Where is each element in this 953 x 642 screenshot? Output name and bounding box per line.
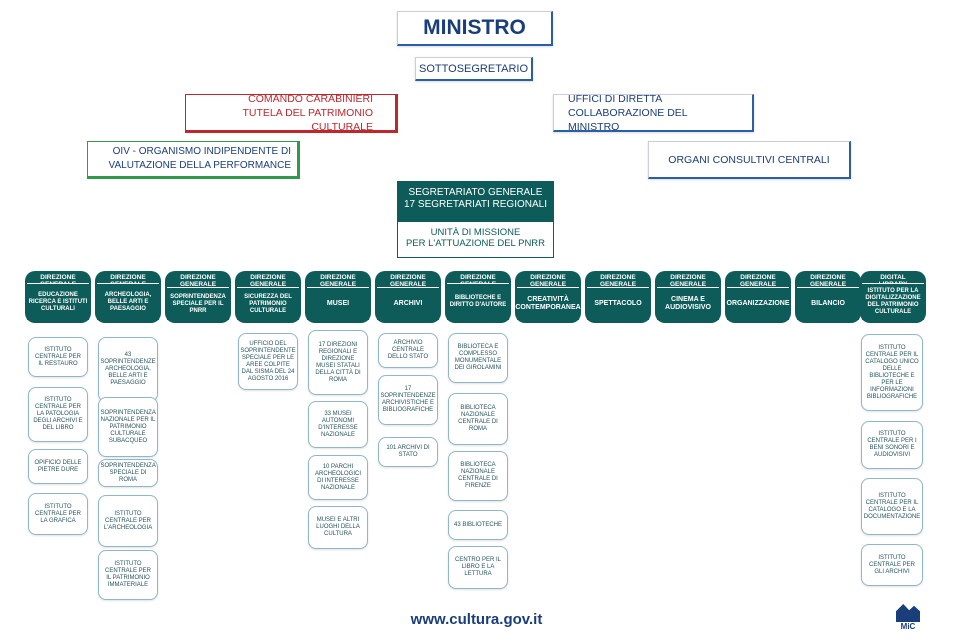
sub-institute[interactable]: UFFICIO DEL SOPRINTENDENTE SPECIALE PER … (238, 333, 298, 390)
sub-institute[interactable]: ISTITUTO CENTRALE PER I BENI SONORI E AU… (861, 421, 923, 469)
direction-name: BILANCIO (797, 287, 859, 320)
direction-type: DIREZIONE GENERALE (739, 274, 777, 288)
sub-institute[interactable]: 10 PARCHI ARCHEOLOGICI DI INTERESSE NAZI… (308, 455, 368, 500)
direction-name: ORGANIZZAZIONE (727, 287, 790, 320)
segretariato-box: SEGRETARIATO GENERALE 17 SEGRETARIATI RE… (397, 181, 554, 258)
sottosegretario-label: SOTTOSEGRETARIO (419, 62, 528, 75)
direction-name: EDUCAZIONE RICERCA E ISTITUTI CULTURALI (27, 283, 89, 320)
sottosegretario-box: SOTTOSEGRETARIO (415, 57, 533, 81)
unita-missione-box: UNITÀ DI MISSIONE PER L'ATTUAZIONE DEL P… (397, 221, 554, 258)
unita-line1: UNITÀ DI MISSIONE (430, 227, 521, 238)
sub-institute[interactable]: CENTRO PER IL LIBRO E LA LETTURA (448, 546, 508, 589)
sub-institute[interactable]: ISTITUTO CENTRALE PER LA PATOLOGIA DEGLI… (28, 387, 88, 442)
sub-institute[interactable]: 17 DIREZIONI REGIONALI E DIREZIONE MUSEI… (308, 330, 368, 395)
direction-name: BIBLIOTECHE E DIRITTO D'AUTORE (447, 283, 509, 320)
direction-type: DIREZIONE GENERALE (599, 274, 637, 288)
sub-institute[interactable]: 43 SOPRINTENDENZE ARCHEOLOGIA, BELLE ART… (98, 337, 158, 402)
segretariato-regionali: 17 SEGRETARIATI REGIONALI (404, 199, 547, 210)
sub-institute[interactable]: MUSEI E ALTRI LUOGHI DELLA CULTURA (308, 506, 368, 549)
carabinieri-label: COMANDO CARABINIERI TUTELA DEL PATRIMONI… (242, 92, 374, 133)
uffici-box: UFFICI DI DIRETTA COLLABORAZIONE DEL MIN… (553, 92, 754, 133)
sub-institute[interactable]: SOPRINTENDENZA NAZIONALE PER IL PATRIMON… (98, 397, 158, 457)
organi-box: ORGANI CONSULTIVI CENTRALI (648, 141, 851, 179)
direction-name: ARCHEOLOGIA, BELLE ARTI E PAESAGGIO (97, 283, 159, 320)
direction-type: DIREZIONE GENERALE (179, 274, 217, 288)
uffici-label: UFFICI DI DIRETTA COLLABORAZIONE DEL MIN… (568, 92, 688, 133)
sub-institute[interactable]: 33 MUSEI AUTONOMI D'INTERESSE NAZIONALE (308, 401, 368, 448)
oiv-label: OIV - ORGANISMO INDIPENDENTE DI VALUTAZI… (108, 146, 291, 171)
organi-label: ORGANI CONSULTIVI CENTRALI (668, 153, 830, 166)
direction-header[interactable]: DIREZIONE GENERALEEDUCAZIONE RICERCA E I… (25, 271, 91, 323)
website-url[interactable]: www.cultura.gov.it (410, 611, 543, 628)
direction-type: DIREZIONE GENERALE (529, 274, 567, 288)
direction-type: DIREZIONE GENERALE (319, 274, 357, 288)
direction-header[interactable]: DIREZIONE GENERALEBIBLIOTECHE E DIRITTO … (445, 271, 511, 323)
sub-institute[interactable]: ISTITUTO CENTRALE PER IL CATALOGO UNICO … (861, 334, 923, 411)
sub-institute[interactable]: 101 ARCHIVI DI STATO (378, 437, 438, 467)
sub-institute[interactable]: 17 SOPRINTENDENZE ARCHIVISTICHE E BIBLIO… (378, 375, 438, 425)
direction-name: MUSEI (307, 287, 369, 320)
sub-institute[interactable]: ARCHIVIO CENTRALE DELLO STATO (378, 333, 438, 368)
unita-line2: PER L'ATTUAZIONE DEL PNRR (405, 238, 546, 249)
direction-type: DIREZIONE GENERALE (809, 274, 847, 288)
oiv-box: OIV - ORGANISMO INDIPENDENTE DI VALUTAZI… (87, 141, 300, 179)
direction-name: CREATIVITÀ CONTEMPORANEA (515, 287, 581, 320)
direction-name: ISTITUTO PER LA DIGITALIZZAZIONE DEL PAT… (862, 283, 924, 320)
mic-logo: MiC (894, 604, 922, 634)
sub-institute[interactable]: SOPRINTENDENZA SPECIALE DI ROMA (98, 459, 158, 487)
sub-institute[interactable]: BIBLIOTECA E COMPLESSO MONUMENTALE DEI G… (448, 333, 508, 383)
direction-name: SICUREZZA DEL PATRIMONIO CULTURALE (237, 287, 299, 320)
direction-type: DIREZIONE GENERALE (669, 274, 707, 288)
ministro-box: MINISTRO (397, 11, 553, 46)
sub-institute[interactable]: ISTITUTO CENTRALE PER IL PATRIMONIO IMMA… (98, 550, 158, 600)
sub-institute[interactable]: 43 BIBLIOTECHE (448, 510, 508, 540)
direction-header[interactable]: DIGITAL LIBRARYISTITUTO PER LA DIGITALIZ… (860, 271, 926, 323)
direction-name: ARCHIVI (377, 287, 439, 320)
mic-logo-text: MiC (900, 622, 916, 631)
sub-institute[interactable]: OPIFICIO DELLE PIETRE DURE (28, 449, 88, 484)
mic-logo-icon (896, 604, 920, 622)
direction-type: DIREZIONE GENERALE (249, 274, 287, 288)
sub-institute[interactable]: BIBLIOTECA NAZIONALE CENTRALE DI ROMA (448, 393, 508, 445)
carabinieri-box: COMANDO CARABINIERI TUTELA DEL PATRIMONI… (185, 92, 398, 133)
sub-institute[interactable]: ISTITUTO CENTRALE PER GLI ARCHIVI (861, 544, 923, 586)
ministro-label: MINISTRO (423, 16, 526, 39)
sub-institute[interactable]: ISTITUTO CENTRALE PER L'ARCHEOLOGIA (98, 495, 158, 547)
sub-institute[interactable]: ISTITUTO CENTRALE PER LA GRAFICA (28, 493, 88, 535)
segretariato-title: SEGRETARIATO GENERALE (408, 187, 543, 198)
direction-name: SPETTACOLO (587, 287, 649, 320)
direction-name: SOPRINTENDENZA SPECIALE PER IL PNRR (167, 287, 229, 320)
direction-header[interactable]: DIREZIONE GENERALEARCHEOLOGIA, BELLE ART… (95, 271, 161, 323)
sub-institute[interactable]: BIBLIOTECA NAZIONALE CENTRALE DI FIRENZE (448, 451, 508, 501)
direction-name: CINEMA E AUDIOVISIVO (657, 287, 719, 320)
sub-institute[interactable]: ISTITUTO CENTRALE PER IL CATALOGO E LA D… (861, 478, 923, 535)
direction-type: DIREZIONE GENERALE (389, 274, 427, 288)
sub-institute[interactable]: ISTITUTO CENTRALE PER IL RESTAURO (28, 337, 88, 377)
